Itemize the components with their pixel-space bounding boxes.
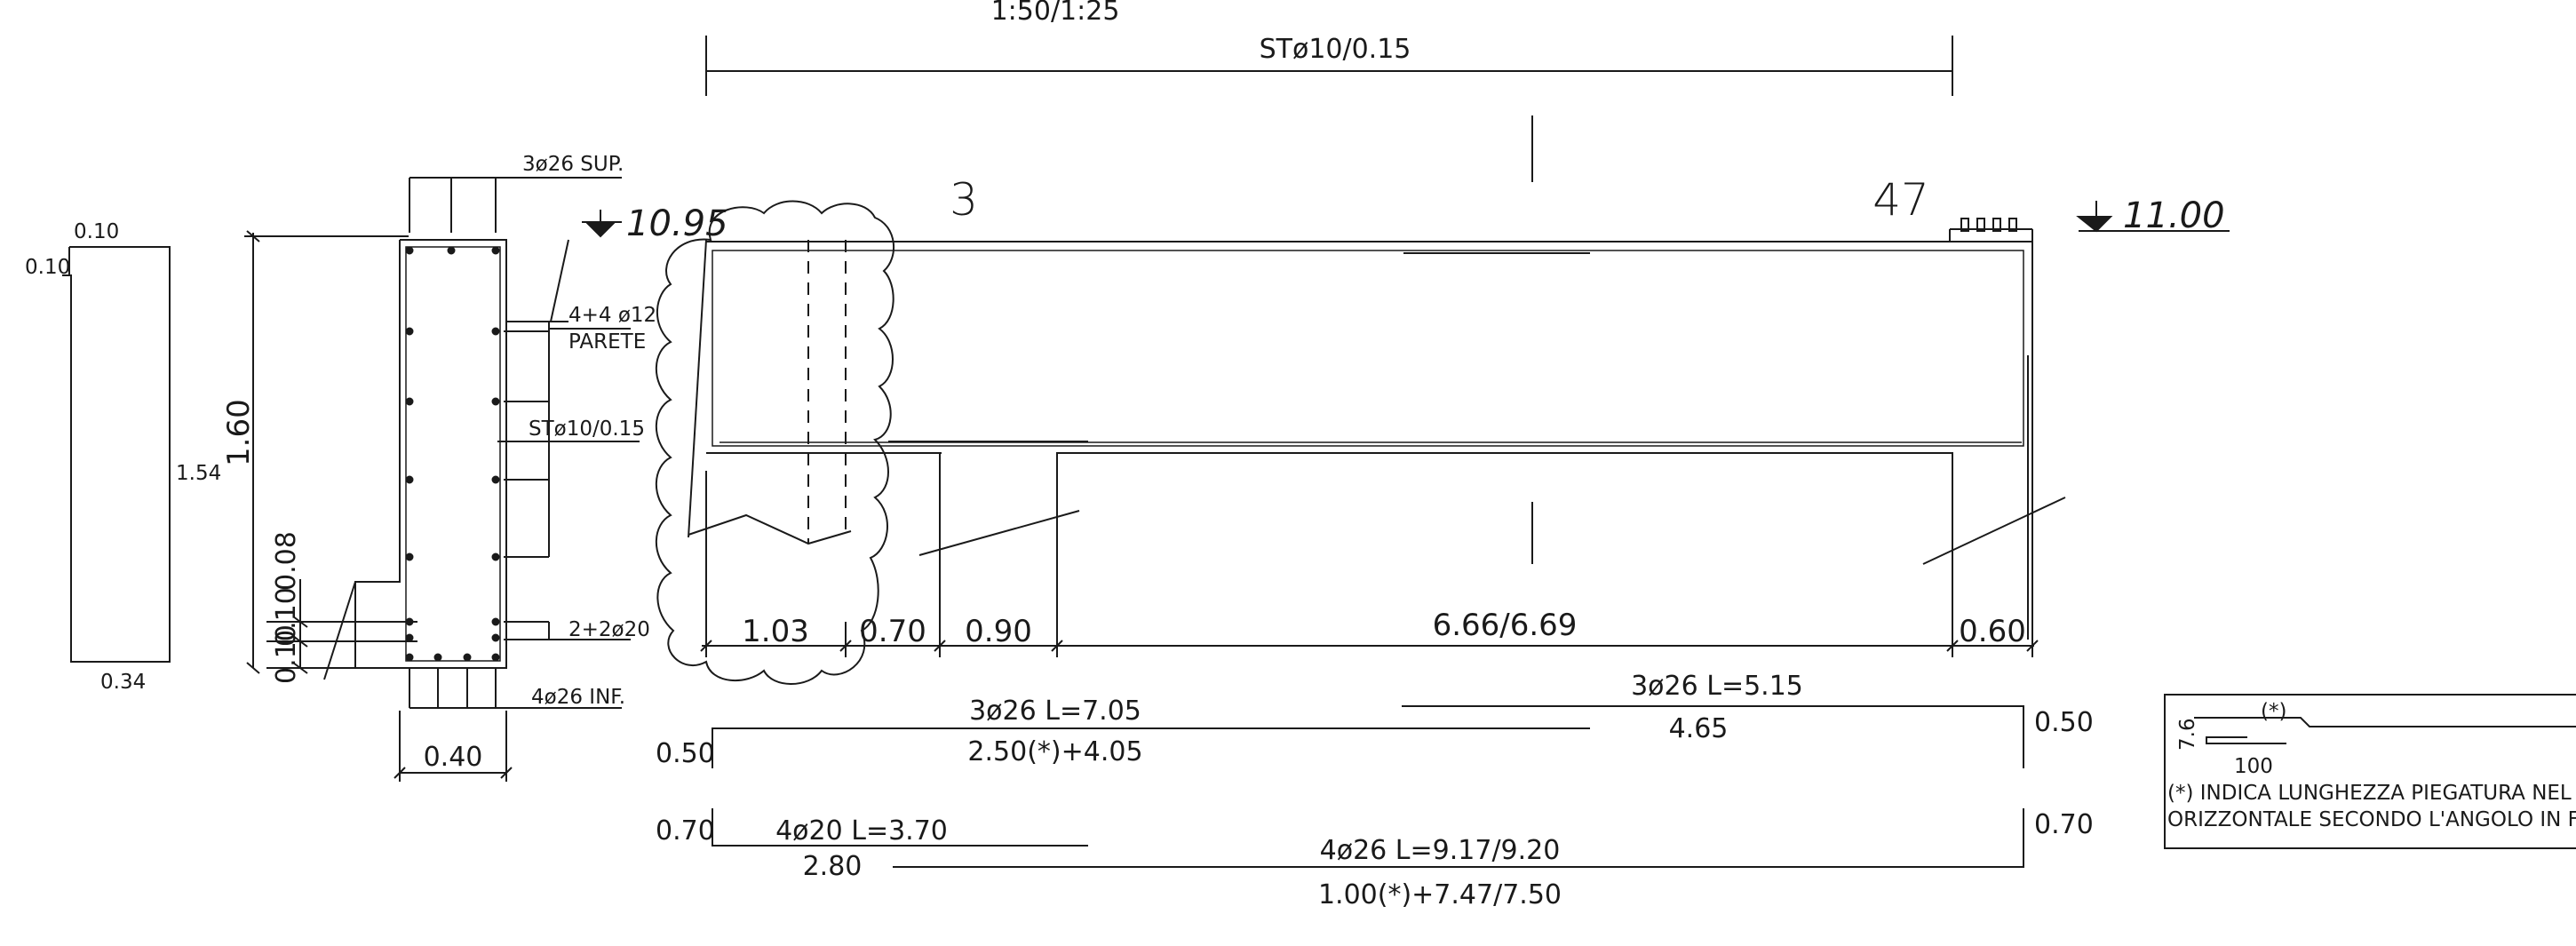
legend-base: 100 [2234,755,2273,778]
top-dimension-line [705,36,1953,96]
bar-1-label: 3ø26 L=7.05 [969,696,1141,727]
span-dim-5: 0.60 [1959,614,2026,649]
bar-2-label: 3ø26 L=5.15 [1631,671,1803,702]
dim-lower: 0.10 [271,587,302,647]
bar-1-hook: 0.50 [656,738,715,769]
beam-outline [705,228,2033,648]
elevation-right: 11.00 [2123,195,2225,236]
simple-section-left-dim: 0.10 [25,256,70,279]
span-dim-3: 0.90 [965,614,1032,649]
span-dim-4: 6.66/6.69 [1433,608,1578,643]
top-bar-stubs [1960,218,2017,232]
legend-note-line1: (*) INDICA LUNGHEZZA PIEGATURA NEL PIANO [2167,782,2576,805]
rebar-section-outline [354,239,507,669]
beam-cut-marks [688,239,2066,565]
simple-section-top-dim: 0.10 [74,220,119,243]
bar-4-breakdown: 1.00(*)+7.47/7.50 [1318,879,1562,910]
legend-star: (*) [2261,700,2286,723]
bar-3-hook: 0.70 [656,815,715,847]
side-bars-leader [504,239,631,558]
legend-note-line2: ORIZZONTALE SECONDO L'ANGOLO IN FIGURA [2167,808,2576,831]
height-dimension [244,230,409,674]
legend-box [2164,694,2576,849]
side-bars-label: 4+4 ø12 [568,304,656,327]
side-bars-note: PARETE [568,330,646,354]
bar-2-shape [1402,705,2024,768]
bar-4-hook: 0.70 [2034,809,2094,840]
span-dim-1: 1.03 [742,614,809,649]
simple-section-width: 0.34 [100,671,146,694]
bar-3-shape [712,808,1088,847]
bar-3-label: 4ø20 L=3.70 [775,815,948,847]
top-bars-label: 3ø26 SUP. [522,153,624,176]
column-dashed-lines [807,240,847,544]
top-bars-leader [409,177,622,233]
elevation-marker-right [2076,201,2230,233]
extra-bars-label: 2+2ø20 [568,618,650,641]
section-width: 0.40 [424,742,483,773]
bar-2-length: 4.65 [1669,713,1729,744]
section-mark-right: 47 [1872,174,1929,226]
bar-1-breakdown: 2.50(*)+4.05 [967,736,1142,767]
span-dim-2: 0.70 [859,614,926,649]
dim-bottom: 0.10 [271,624,302,684]
bar-3-length: 2.80 [803,851,863,882]
legend-height: 7.6 [2176,718,2199,751]
bottom-bars-leader [409,668,622,709]
section-mark-left: 3 [950,174,978,226]
bar-2-hook: 0.50 [2034,707,2094,738]
elevation-left: 10.95 [626,203,728,244]
revision-cloud [655,200,895,685]
simple-section [62,246,171,663]
extra-bars-leader [504,621,631,640]
stirrup-label: STø10/0.15 [529,417,645,441]
dim-upper: 0.08 [271,531,302,591]
bar-4-label: 4ø26 L=9.17/9.20 [1320,835,1561,866]
top-stirrups-label: STø10/0.15 [1260,34,1411,65]
bar-4-shape [893,808,2024,868]
bottom-bars-label: 4ø26 INF. [531,686,625,709]
rebar-section-bars [405,246,500,662]
simple-section-height: 1.54 [176,462,221,485]
lower-dimensions [266,579,417,680]
scale-label: 1:50/1:25 [991,0,1120,27]
span-dimension-line [700,622,2039,657]
section-height: 1.60 [221,399,257,466]
elevation-marker-left [582,210,622,238]
width-dimension [394,711,513,782]
bar-1-shape [712,727,1590,768]
